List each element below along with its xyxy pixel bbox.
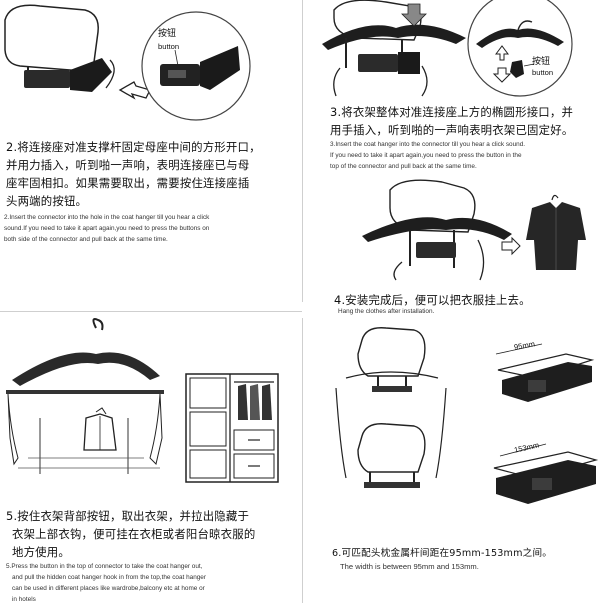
step-4-panel: 4.安装完成后，便可以把衣服挂上去。 Hang the clothes afte… <box>306 179 600 315</box>
step-2-cn-line-3: 座牢固相扣。如果需要取出，需要按住连接座插 <box>6 176 250 190</box>
vertical-divider-bottom <box>302 318 303 603</box>
step-4-en-line-1: Hang the clothes after installation. <box>338 308 435 315</box>
step-5-en-line-2: and pull the hidden coat hanger hook in … <box>12 574 206 581</box>
step-3-cn-line-1: 3.将衣架整体对准连接座上方的椭圆形接口，并 <box>330 105 574 119</box>
step-3-en-line-3: top of the connector and pull back at th… <box>330 163 477 170</box>
button-label-en: button <box>532 68 554 77</box>
step-5-cn-line-2: 衣架上部衣钩，便可挂在衣柜或者阳台晾衣服的 <box>12 527 256 541</box>
step-3-cn-line-2: 用手插入，听到啪的一声响表明衣架已固定好。 <box>330 123 574 137</box>
step-6-en-line-1: The width is between 95mm and 153mm. <box>340 562 479 571</box>
step-5-panel: 5.按住衣架背部按钮，取出衣架，并拉出隐藏于 衣架上部衣钩，便可挂在衣柜或者阳台… <box>0 318 300 603</box>
step-4-cn-line-1: 4.安装完成后，便可以把衣服挂上去。 <box>334 293 531 307</box>
button-label-cn: 按钮 <box>532 57 551 67</box>
step-3-en-line-1: 3.Insert the coat hanger into the connec… <box>330 141 526 148</box>
step-5-en-line-3: can be used in different places like war… <box>12 585 205 592</box>
step-5-en-line-4: in hotels <box>12 596 36 603</box>
step-6-panel: 95mm 153mm 6.可匹配头枕金属杆间距在95mm-153mm之间。 Th… <box>306 318 600 603</box>
step-2-cn-line-4: 头两端的按钮。 <box>6 194 88 208</box>
step-2-cn-line-1: 2.将连接座对准支撑杆固定母座中间的方形开口， <box>6 140 261 154</box>
step-2-en-line-1: 2.Insert the connector into the hole in … <box>4 214 210 221</box>
hanging-clothes-illustration <box>362 179 586 281</box>
horizontal-divider <box>0 311 302 312</box>
step-3-en-line-2: If you need to take it apart again,you n… <box>330 152 522 159</box>
step-2-cn-line-2: 并用力插入，听到啪一声响，表明连接座已与母 <box>6 158 250 172</box>
hanger-insert-illustration <box>322 0 573 97</box>
vertical-divider-top <box>302 0 303 302</box>
step-5-en-line-1: 5.Press the button in the top of connect… <box>6 563 203 570</box>
headrest-connector-illustration <box>4 4 251 121</box>
width-compatibility-illustration <box>335 327 599 504</box>
step-5-cn-line-1: 5.按住衣架背部按钮，取出衣架，并拉出隐藏于 <box>6 509 250 523</box>
step-6-cn-line-1: 6.可匹配头枕金属杆间距在95mm-153mm之间。 <box>332 548 553 559</box>
button-label-en: button <box>158 42 180 51</box>
step-2-en-line-3: both side of the connector and pull back… <box>4 236 168 243</box>
step-2-en-line-2: sound.If you need to take it apart again… <box>4 225 210 232</box>
button-label-cn: 按钮 <box>158 29 177 39</box>
step-3-panel: 按钮 button 3.将衣架整体对准连接座上方的椭圆形接口，并 用手插入，听到… <box>306 0 600 180</box>
step-2-panel: 按钮 button 2.将连接座对准支撑杆固定母座中间的方形开口， 并用力插入，… <box>0 0 300 300</box>
wardrobe-balcony-illustration <box>6 318 279 483</box>
step-5-cn-line-3: 地方使用。 <box>12 545 70 559</box>
